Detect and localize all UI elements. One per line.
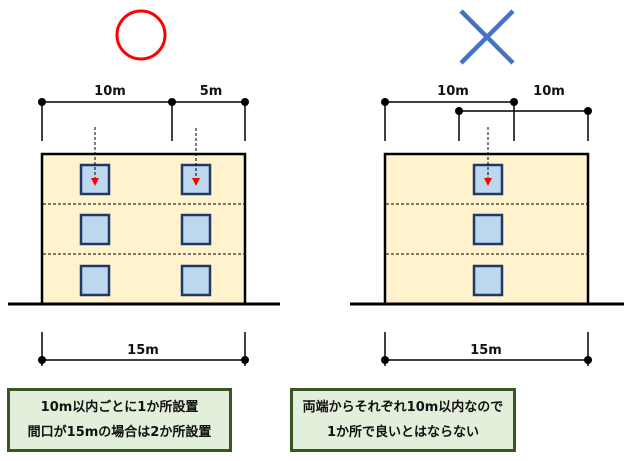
dimension-dot xyxy=(168,98,176,106)
right-note-box: 両端からそれぞれ10m以内なので 1か所で良いとはならない xyxy=(290,388,516,452)
left-dim-label-2: 5m xyxy=(200,84,223,99)
note-line: 1か所で良いとはならない xyxy=(326,425,480,440)
left-top-dimension xyxy=(41,101,246,141)
right-dim-label-2: 10m xyxy=(533,84,565,99)
correct-circle-icon xyxy=(115,9,167,61)
left-bottom-label: 15m xyxy=(127,343,159,358)
dimension-dot xyxy=(584,356,592,364)
dimension-dot xyxy=(241,98,249,106)
window xyxy=(472,264,504,297)
right-bottom-label: 15m xyxy=(470,343,502,358)
dimension-dot xyxy=(38,98,46,106)
left-building xyxy=(40,152,247,306)
dimension-dot xyxy=(584,107,592,115)
left-arrows xyxy=(91,127,200,186)
window xyxy=(180,213,212,246)
window xyxy=(79,213,111,246)
left-note-box: 10m以内ごとに1か所設置 間口が15mの場合は2か所設置 xyxy=(7,388,232,452)
window xyxy=(79,264,111,297)
dimension-dot xyxy=(381,98,389,106)
dimension-dot xyxy=(241,356,249,364)
wrong-cross-icon xyxy=(459,9,515,65)
right-dim-label-1: 10m xyxy=(437,84,469,99)
dimension-dot xyxy=(510,98,518,106)
window xyxy=(180,264,212,297)
dimension-dot xyxy=(38,356,46,364)
dimension-dot xyxy=(381,356,389,364)
note-line: 両端からそれぞれ10m以内なので xyxy=(302,400,504,415)
note-line: 間口が15mの場合は2か所設置 xyxy=(27,425,212,440)
note-line: 10m以内ごとに1か所設置 xyxy=(40,400,199,415)
window xyxy=(472,213,504,246)
left-dim-label-1: 10m xyxy=(94,84,126,99)
right-arrow xyxy=(484,127,492,186)
dimension-dot xyxy=(455,107,463,115)
right-top-dimension xyxy=(384,101,589,141)
